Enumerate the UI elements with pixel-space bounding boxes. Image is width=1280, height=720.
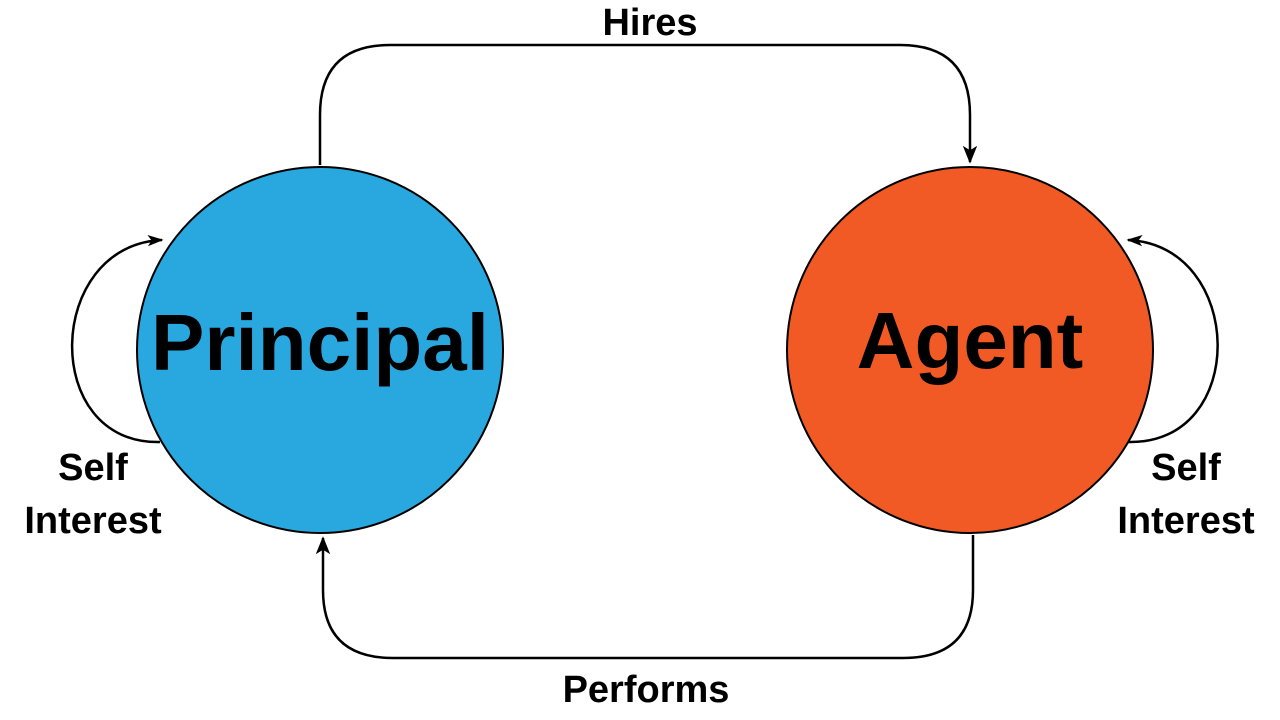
hires-label: Hires bbox=[602, 2, 697, 44]
agent-self-interest-edge bbox=[1126, 235, 1219, 444]
agent-self-interest-label-line2: Interest bbox=[1117, 500, 1255, 542]
principal-self-interest-label-line1: Self bbox=[58, 447, 128, 489]
hires-edge bbox=[318, 43, 978, 165]
principal-self-interest-label-line2: Interest bbox=[24, 500, 162, 542]
principal-node: Principal bbox=[136, 166, 504, 534]
agent-node: Agent bbox=[786, 166, 1154, 534]
principal-label: Principal bbox=[151, 298, 489, 387]
principal-self-interest-edge bbox=[70, 235, 164, 444]
agent-self-interest-label-line1: Self bbox=[1151, 447, 1221, 489]
agent-circle bbox=[786, 166, 1154, 534]
performs-label: Performs bbox=[563, 669, 730, 711]
principal-circle bbox=[136, 166, 504, 534]
agent-label: Agent bbox=[857, 296, 1084, 385]
performs-edge bbox=[315, 535, 975, 660]
